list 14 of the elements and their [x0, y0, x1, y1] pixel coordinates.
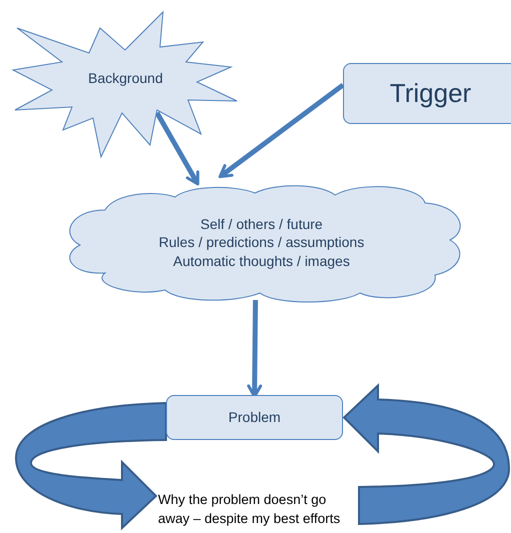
caption-text: Why the problem doesn’t go away – despite my best efforts — [158, 491, 342, 528]
arrow — [218, 82, 344, 178]
curved-block-arrow — [15, 402, 167, 529]
process-box — [166, 395, 343, 440]
node-label: Automatic thoughts / images — [173, 252, 350, 270]
arrow — [247, 300, 262, 398]
process-box — [343, 63, 511, 124]
node-label: Problem — [228, 408, 281, 427]
node-label: Background — [88, 68, 163, 88]
node-label: Rules / predictions / assumptions — [158, 233, 364, 252]
node-label: Self / others / future — [200, 215, 323, 234]
curved-block-arrow — [343, 384, 510, 525]
node-label: Trigger — [390, 76, 472, 110]
arrow — [154, 112, 200, 186]
